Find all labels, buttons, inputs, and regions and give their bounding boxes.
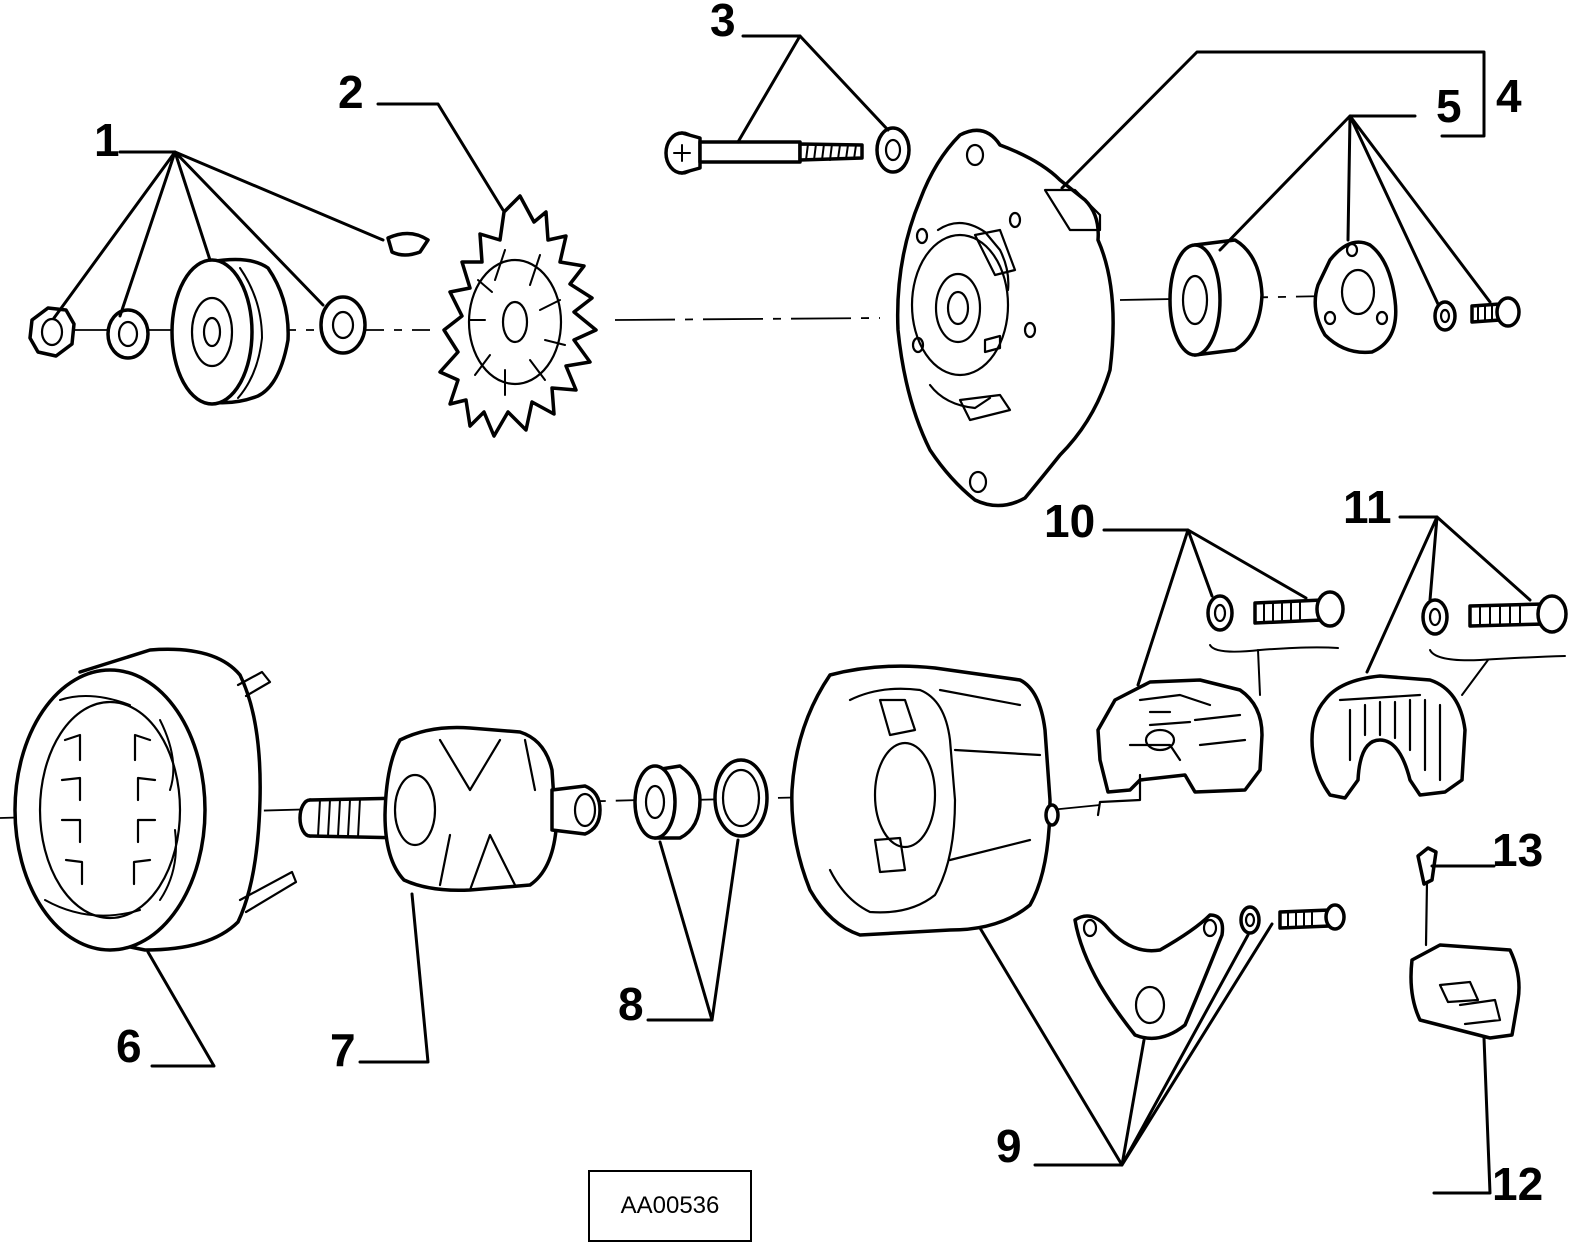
leader-lines bbox=[52, 34, 1532, 1195]
part-5-bearing-plate-group bbox=[1168, 238, 1521, 357]
callout-6: 6 bbox=[116, 1020, 142, 1072]
part-10-rectifier-group bbox=[1096, 590, 1345, 817]
rear-cover bbox=[1310, 674, 1467, 800]
seal-ring bbox=[713, 758, 769, 838]
reference-code: AA00536 bbox=[620, 1192, 720, 1219]
retaining-plate bbox=[1313, 240, 1398, 355]
reference-code-box: AA00536 bbox=[588, 1170, 752, 1242]
callout-1: 1 bbox=[94, 114, 120, 166]
bracket-screw bbox=[1278, 903, 1346, 931]
flat-washer bbox=[875, 126, 911, 174]
callout-2: 2 bbox=[338, 66, 364, 118]
part-12-regulator bbox=[1409, 943, 1521, 1040]
callout-7: 7 bbox=[330, 1024, 356, 1076]
part-13-brush bbox=[1416, 846, 1438, 947]
rear-bearing bbox=[633, 764, 702, 840]
cover-washer bbox=[1421, 598, 1449, 636]
mounting-bracket bbox=[1073, 913, 1225, 1041]
part-4-front-housing bbox=[895, 128, 1115, 508]
cover-screw bbox=[1468, 594, 1568, 634]
callout-4: 4 bbox=[1496, 70, 1522, 122]
callout-11: 11 bbox=[1343, 481, 1392, 533]
callout-labels: 1 2 3 4 5 6 7 8 9 10 11 12 13 bbox=[94, 0, 1543, 1210]
woodruff-key bbox=[386, 231, 430, 257]
rectifier bbox=[1096, 678, 1264, 817]
rectifier-washer bbox=[1206, 594, 1234, 632]
small-washer bbox=[1433, 300, 1457, 332]
callout-5: 5 bbox=[1436, 80, 1462, 132]
rear-housing bbox=[790, 664, 1060, 937]
callout-10: 10 bbox=[1044, 495, 1095, 547]
callout-12: 12 bbox=[1492, 1158, 1543, 1210]
spring-washer bbox=[106, 308, 150, 360]
callout-8: 8 bbox=[618, 978, 644, 1030]
part-8-bearing-and-ring bbox=[633, 758, 769, 840]
part-1-pulley-group bbox=[28, 231, 430, 406]
spacer-washer bbox=[319, 295, 367, 355]
callout-3: 3 bbox=[710, 0, 736, 46]
callout-9: 9 bbox=[996, 1120, 1022, 1172]
part-9-rear-housing-group bbox=[790, 664, 1346, 1041]
small-screw bbox=[1470, 296, 1521, 328]
part-2-fan bbox=[438, 194, 598, 438]
part-7-rotor bbox=[298, 725, 602, 893]
pulley bbox=[170, 257, 290, 406]
part-3-screw-and-washer bbox=[664, 126, 911, 175]
long-screw bbox=[664, 131, 864, 175]
front-bearing bbox=[1168, 238, 1264, 357]
part-6-stator bbox=[13, 647, 298, 952]
part-11-cover-group bbox=[1310, 594, 1568, 800]
bracket-washer bbox=[1239, 905, 1261, 935]
rectifier-screw bbox=[1253, 590, 1345, 628]
nut bbox=[28, 306, 76, 358]
callout-13: 13 bbox=[1492, 824, 1543, 876]
